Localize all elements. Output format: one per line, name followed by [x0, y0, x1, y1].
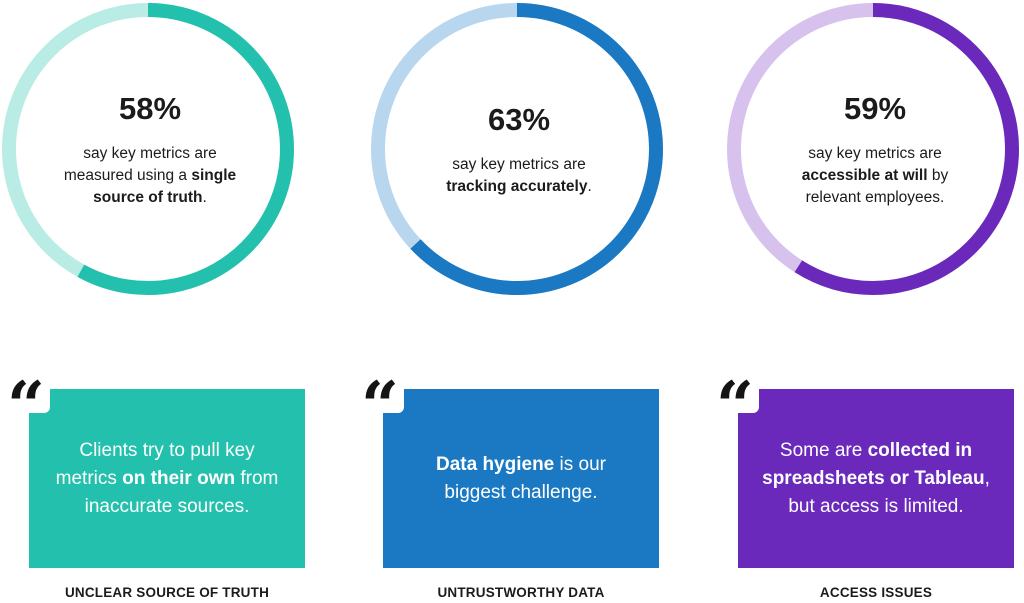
stat-card-single-source: 58% say key metrics are measured using a… — [0, 0, 300, 300]
quote-card-access-issues: Some are collected in spreadsheets or Ta… — [738, 389, 1014, 568]
stat-percent: 63% — [487, 102, 551, 137]
stat-content: 58% say key metrics are measured using a… — [45, 0, 255, 300]
progress-ring — [371, 3, 663, 295]
quote-caption: ACCESS ISSUES — [819, 585, 933, 600]
quote-card-untrustworthy-data: Data hygiene is our biggest challenge. — [383, 389, 659, 568]
quote-card-unclear-source: Clients try to pull key metrics on their… — [29, 389, 305, 568]
quote-mark-icon: “ — [356, 373, 404, 439]
stat-description: say key metrics are measured using a sin… — [63, 145, 237, 206]
stat-description: say key metrics are accessible at will b… — [801, 145, 949, 206]
quote-caption: UNTRUSTWORTHY DATA — [437, 585, 605, 600]
progress-ring — [2, 3, 294, 295]
quote-mark-icon: “ — [711, 373, 759, 439]
quote-mark-icon: “ — [2, 373, 50, 439]
stat-content: 59% say key metrics are accessible at wi… — [770, 0, 980, 300]
quote-text: Some are collected in spreadsheets or Ta… — [762, 439, 990, 517]
quote-caption: UNCLEAR SOURCE OF TRUTH — [64, 585, 270, 600]
quote-text: Data hygiene is our biggest challenge. — [435, 453, 606, 503]
quote-text: Clients try to pull key metrics on their… — [55, 439, 279, 517]
stat-percent: 58% — [118, 91, 182, 126]
stat-content: 63% say key metrics are tracking accurat… — [414, 0, 624, 300]
stat-description: say key metrics are tracking accurately. — [446, 156, 592, 195]
stat-card-accessibility: 59% say key metrics are accessible at wi… — [725, 0, 1024, 300]
stat-card-tracking-accuracy: 63% say key metrics are tracking accurat… — [369, 0, 669, 300]
stat-percent: 59% — [843, 91, 907, 126]
progress-ring — [727, 3, 1019, 295]
